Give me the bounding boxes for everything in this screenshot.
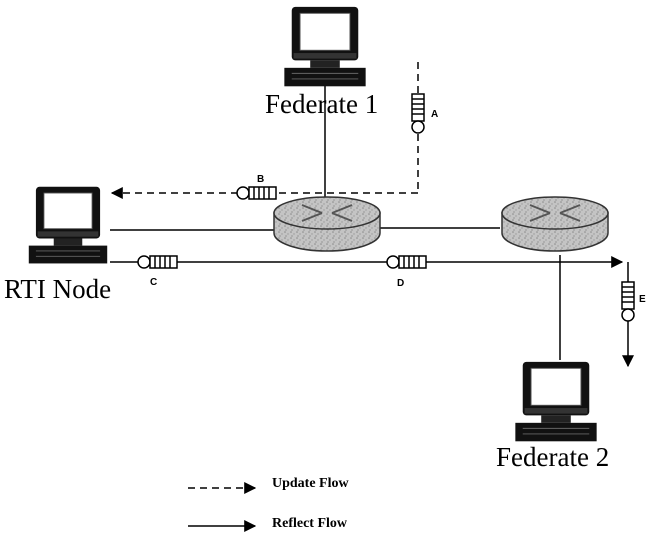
queue-a-label: A [431, 109, 438, 120]
federate2-computer [515, 362, 596, 441]
queue-b-label: B [257, 174, 264, 185]
queue-d [387, 256, 426, 268]
federate2-label: Federate 2 [496, 442, 609, 472]
reflect-flow-paths [110, 262, 628, 366]
rti-node-label: RTI Node [4, 274, 111, 304]
queue-b [237, 187, 276, 199]
federate1-computer [284, 7, 365, 86]
update-flow-paths [112, 62, 418, 193]
queue-e [622, 282, 634, 321]
legend: Update Flow Reflect Flow [188, 476, 350, 531]
router-right [502, 197, 608, 251]
queue-e-label: E [639, 294, 646, 305]
legend-update-label: Update Flow [272, 476, 350, 491]
queue-a [412, 94, 424, 133]
legend-reflect-label: Reflect Flow [272, 516, 348, 531]
queue-d-label: D [397, 278, 404, 289]
router-left [274, 197, 380, 251]
queue-c [138, 256, 177, 268]
federate1-label: Federate 1 [265, 89, 378, 119]
queue-c-label: C [150, 277, 157, 288]
rti-node-computer [29, 187, 107, 264]
